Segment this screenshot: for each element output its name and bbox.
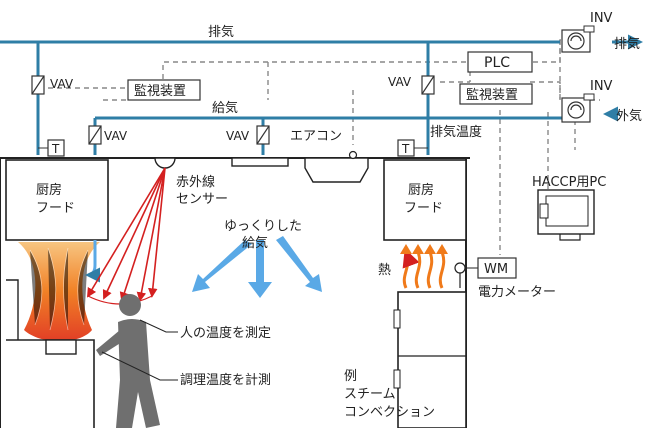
sensor-label-1: 赤外線 <box>176 174 215 190</box>
power-meter <box>454 257 517 288</box>
supply-label: 給気 <box>212 100 238 116</box>
vav-damper-c <box>256 125 270 145</box>
person-temp-label: 人の温度を測定 <box>180 325 271 341</box>
vav-d-label: VAV <box>388 75 412 89</box>
hood-left-label-2: フード <box>36 201 75 216</box>
vav-damper-d <box>421 75 435 95</box>
example-label-1: 例 <box>344 369 357 384</box>
hood-left-label-1: 厨房 <box>36 182 62 198</box>
monitor-box-left <box>127 79 201 101</box>
vav-damper-a <box>31 75 45 95</box>
hood-right-label-2: フード <box>404 201 443 216</box>
plc-box <box>467 51 533 73</box>
wm-label: WM <box>484 262 508 277</box>
sensor-label-2: センサー <box>176 192 228 207</box>
example-label-2: スチーム <box>344 387 396 402</box>
person-figure <box>96 294 160 428</box>
example-label-3: コンベクション <box>344 405 435 420</box>
t-right-label: T <box>401 142 410 156</box>
slow-supply-label-2: 給気 <box>242 235 268 251</box>
cook-temp-label: 調理温度を計測 <box>180 372 271 388</box>
cooking-range-left <box>6 279 95 428</box>
infrared-beams <box>87 167 166 305</box>
inv-top-label: INV <box>590 11 613 26</box>
kitchen-hood-right <box>383 159 467 241</box>
supply-diffuser <box>231 157 289 167</box>
exhaust-duct <box>0 34 643 155</box>
supply-duct <box>93 106 620 155</box>
heat-arrows <box>402 248 446 289</box>
monitor-right-label: 監視装置 <box>466 87 518 103</box>
vav-a-label: VAV <box>50 77 74 91</box>
aircon-label: エアコン <box>290 129 342 144</box>
heat-label: 熱 <box>378 263 391 278</box>
monitor-box-right <box>459 83 533 105</box>
inv-fan-mid <box>561 93 595 123</box>
slow-supply-label-1: ゆっくりした <box>224 219 302 234</box>
hood-right-label-1: 厨房 <box>408 182 434 198</box>
vav-b-label: VAV <box>104 129 128 143</box>
exhaust-out-label: 排気 <box>614 36 640 52</box>
heat-plume <box>18 242 100 342</box>
steam-convection-oven <box>393 291 467 428</box>
monitor-left-label: 監視装置 <box>134 83 186 99</box>
exhaust-label: 排気 <box>208 24 234 40</box>
power-meter-label: 電力メーター <box>478 285 556 300</box>
leader-lines <box>101 319 178 381</box>
outside-air-label: 外気 <box>616 108 642 124</box>
haccp-label: HACCP用PC <box>532 175 606 190</box>
exhaust-temp-label: 排気温度 <box>430 124 482 140</box>
labels: 排気 排気 外気 給気 INV INV PLC 監視装置 監視装置 VAV VA… <box>36 11 642 420</box>
inv-fan-top <box>561 25 595 53</box>
aircon-sensor <box>348 150 358 160</box>
inv-mid-label: INV <box>590 79 613 94</box>
plc-label: PLC <box>484 55 510 71</box>
t-left-label: T <box>51 142 60 156</box>
infrared-sensor-icon <box>154 157 176 169</box>
vav-damper-b <box>88 125 102 145</box>
haccp-pc-icon <box>537 189 595 241</box>
kitchen-hood-left <box>5 159 109 241</box>
aircon-unit <box>304 157 369 183</box>
return-air-arrow <box>85 240 101 283</box>
vav-c-label: VAV <box>226 129 250 143</box>
slow-supply-arrows <box>192 236 322 298</box>
